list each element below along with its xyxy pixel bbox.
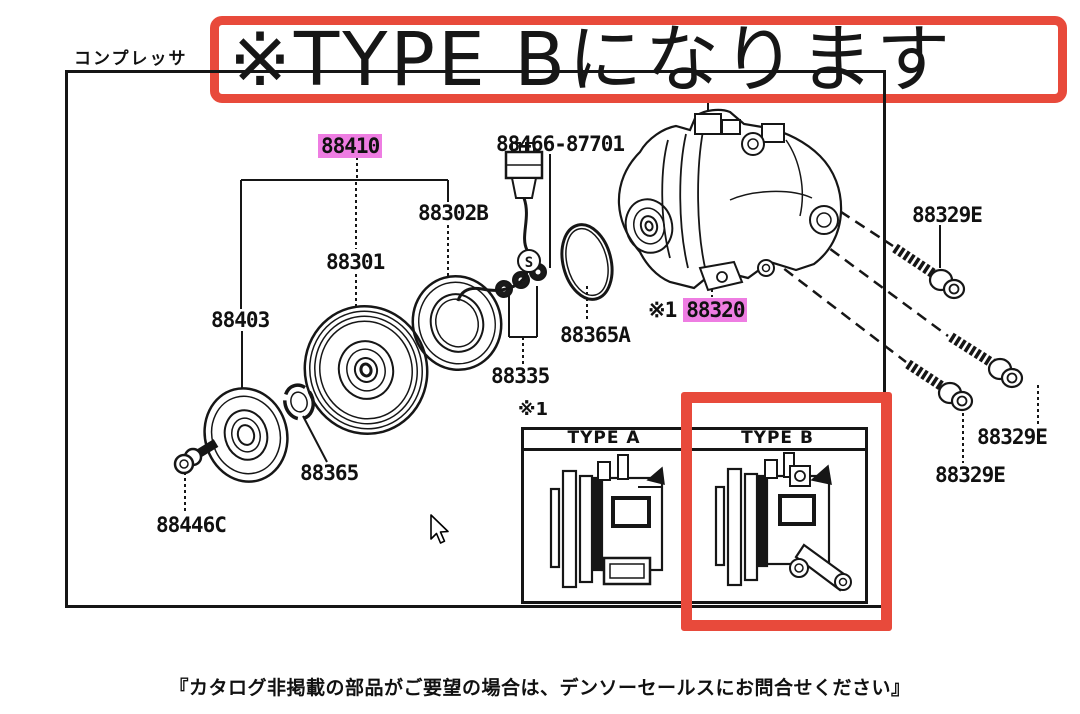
part-label-88335: 88335 [491, 364, 550, 388]
type-b-emphasis-box [681, 392, 892, 631]
leader-lines [184, 103, 1039, 511]
part-label-88301: 88301 [326, 250, 385, 274]
type-b-header: TYPE B [741, 428, 814, 448]
o-ring-88365a [560, 223, 614, 301]
part-label-88302b: 88302B [418, 201, 489, 225]
part-label-88365a: 88365A [560, 323, 631, 347]
type-a-header: TYPE A [567, 428, 641, 448]
footer-note: 『カタログ非掲載の部品がご要望の場合は、デンソーセールスにお問合せください』 [169, 677, 911, 699]
rotor-pulley-88301 [303, 304, 429, 436]
part-label-88365: 88365 [300, 461, 359, 485]
type-b-annotation-text: ※TYPE Bになります [229, 16, 954, 103]
part-label-88466-87701: 88466-87701 [496, 132, 625, 156]
part-label-88446c: 88446C [156, 513, 227, 537]
stator-coil-88302b [411, 274, 503, 372]
ref1-marker: ※1 [648, 298, 677, 322]
inset-type-a-drawing [549, 454, 665, 589]
type-comparison-table [521, 427, 868, 604]
part-label-88329e-2: 88329E [977, 425, 1048, 449]
diagram-border [65, 70, 886, 608]
part-label-88329e-1: 88329E [912, 203, 983, 227]
section-title-compressor: コンプレッサ [74, 49, 188, 69]
hub-88403 [203, 387, 289, 483]
table-header-divider [521, 448, 868, 451]
compressor-body-88320 [617, 108, 843, 292]
snap-ring-88365 [283, 383, 315, 421]
part-label-88403: 88403 [211, 308, 270, 332]
type-b-annotation-box: ※TYPE Bになります [210, 16, 1067, 103]
wire-grommet-s-marker: S [525, 255, 533, 271]
part-label-88320: ※1 88320 [648, 298, 748, 322]
part-label-88329e-3: 88329E [935, 463, 1006, 487]
part-label-88410: 88410 [318, 134, 383, 158]
inset-type-b-drawing [714, 452, 852, 592]
inset-reference-label: ※1 [518, 399, 549, 420]
mount-bolts-88329e [892, 243, 1024, 412]
harness-88466-87701: S [456, 142, 544, 302]
bolt-88446c [173, 439, 219, 475]
